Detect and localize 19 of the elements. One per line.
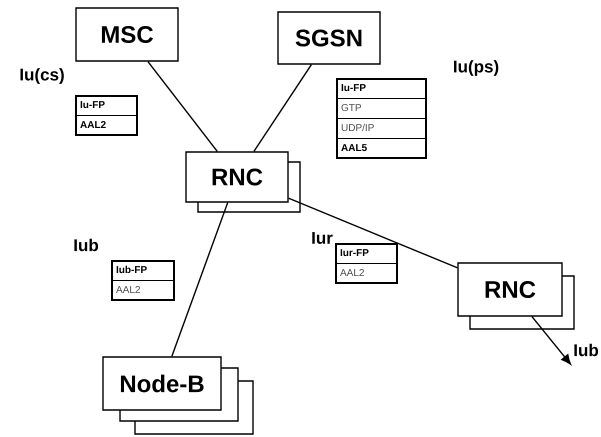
protocol-stack: Iur-FP AAL2 bbox=[335, 243, 398, 284]
network-box: SGSN bbox=[277, 11, 381, 65]
protocol-stack: Iu-FP GTP UDP/IP AAL5 bbox=[336, 78, 427, 159]
edge-label: Iub bbox=[574, 344, 598, 356]
stacked-box: RNC bbox=[185, 151, 301, 213]
connector-line bbox=[171, 202, 228, 357]
stacked-box: Node-B bbox=[102, 356, 254, 435]
interface-label: Iur bbox=[312, 232, 333, 244]
connector-line bbox=[288, 198, 458, 268]
arrow bbox=[532, 316, 572, 365]
interface-label: Iub bbox=[74, 238, 98, 252]
stacked-box: RNC bbox=[457, 262, 575, 330]
protocol-stack: Iu-FP AAL2 bbox=[75, 95, 138, 136]
protocol-stack: Iub-FP AAL2 bbox=[111, 260, 175, 301]
connector-line bbox=[147, 61, 218, 152]
interface-label: Iu(cs) bbox=[20, 68, 64, 84]
interface-label: Iu(ps) bbox=[454, 60, 498, 76]
connector-line bbox=[253, 64, 312, 152]
network-box: MSC bbox=[75, 7, 179, 62]
